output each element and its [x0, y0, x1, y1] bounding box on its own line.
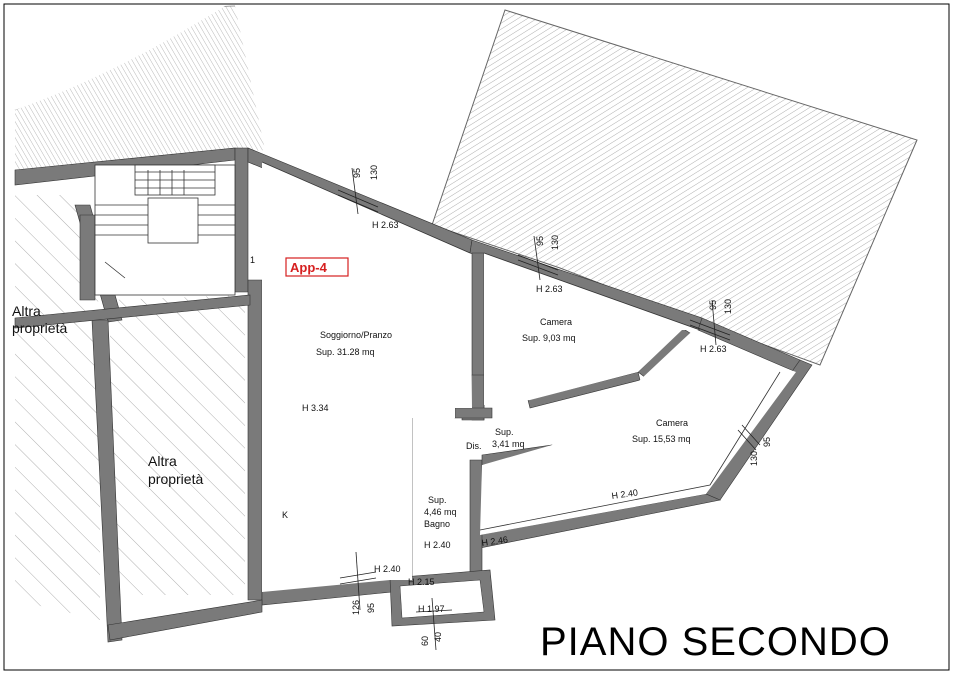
bedroom1-name: Camera	[540, 317, 572, 327]
height-6: H 2.40	[374, 564, 401, 574]
bedroom2-name: Camera	[656, 418, 688, 428]
dim-4a: 95	[762, 437, 772, 447]
bath-box-inner	[399, 579, 485, 619]
dim-3a: 95	[708, 300, 718, 310]
neighbor-hatch-left	[15, 195, 100, 620]
dim-3b: 130	[723, 299, 733, 314]
hallway-code: Dis.	[466, 441, 482, 451]
stair-step: 1	[250, 255, 255, 265]
room-outlines	[261, 161, 781, 531]
bathroom-height: H 2.40	[424, 540, 451, 550]
height-5: H 2.46	[481, 534, 509, 548]
dim-5b: 126	[351, 600, 361, 615]
terrain-white	[15, 6, 225, 110]
bedroom2-area: Sup. 15,53 mq	[632, 434, 691, 444]
dim-2b: 130	[550, 235, 560, 250]
bathroom-area-value: 4,46 mq	[424, 507, 457, 517]
dim-6a: 40	[433, 632, 443, 642]
window-markers	[337, 167, 761, 651]
camera1-inner	[484, 253, 700, 405]
bathroom-name: Bagno	[424, 519, 450, 529]
dim-5a: 95	[366, 603, 376, 613]
neighbor-top-line2: proprietà	[12, 320, 67, 336]
bathroom-area-label: Sup.	[428, 495, 447, 505]
height-8: H 1.97	[418, 604, 445, 614]
neighbor-label-top: Altra proprietà	[12, 303, 67, 336]
neighbor-label-left: Altra proprietà	[148, 453, 203, 487]
dim-2a: 95	[535, 236, 545, 246]
bedroom1-area: Sup. 9,03 mq	[522, 333, 576, 343]
hallway-area-label: Sup.	[495, 427, 514, 437]
dim-1b: 130	[369, 165, 379, 180]
neighbor-hatch-center	[110, 295, 245, 595]
neighbor-top-line1: Altra	[12, 303, 41, 319]
living-height: H 3.34	[302, 403, 329, 413]
staircase	[94, 164, 236, 296]
living-area: Sup. 31.28 mq	[316, 347, 375, 357]
dim-6b: 60	[420, 636, 430, 646]
neighbor-left-line2: proprietà	[148, 471, 203, 487]
height-2: H 2.63	[536, 284, 563, 294]
unit-tag: App-4	[290, 260, 328, 275]
dim-1a: 95	[352, 168, 362, 178]
living-name: Soggiorno/Pranzo	[320, 330, 392, 340]
height-4: H 2.40	[611, 487, 639, 501]
neighbor-left-line1: Altra	[148, 453, 177, 469]
living-kitchen: K	[282, 510, 288, 520]
height-3: H 2.63	[700, 344, 727, 354]
hallway-area-value: 3,41 mq	[492, 439, 525, 449]
height-1: H 2.63	[372, 220, 399, 230]
camera2-inner	[480, 333, 796, 535]
page-frame	[3, 3, 950, 671]
plan-title: PIANO SECONDO	[540, 620, 891, 664]
height-7: H 2.15	[408, 577, 435, 587]
dim-4b: 130	[749, 451, 759, 466]
unit-tag-box	[285, 257, 349, 277]
